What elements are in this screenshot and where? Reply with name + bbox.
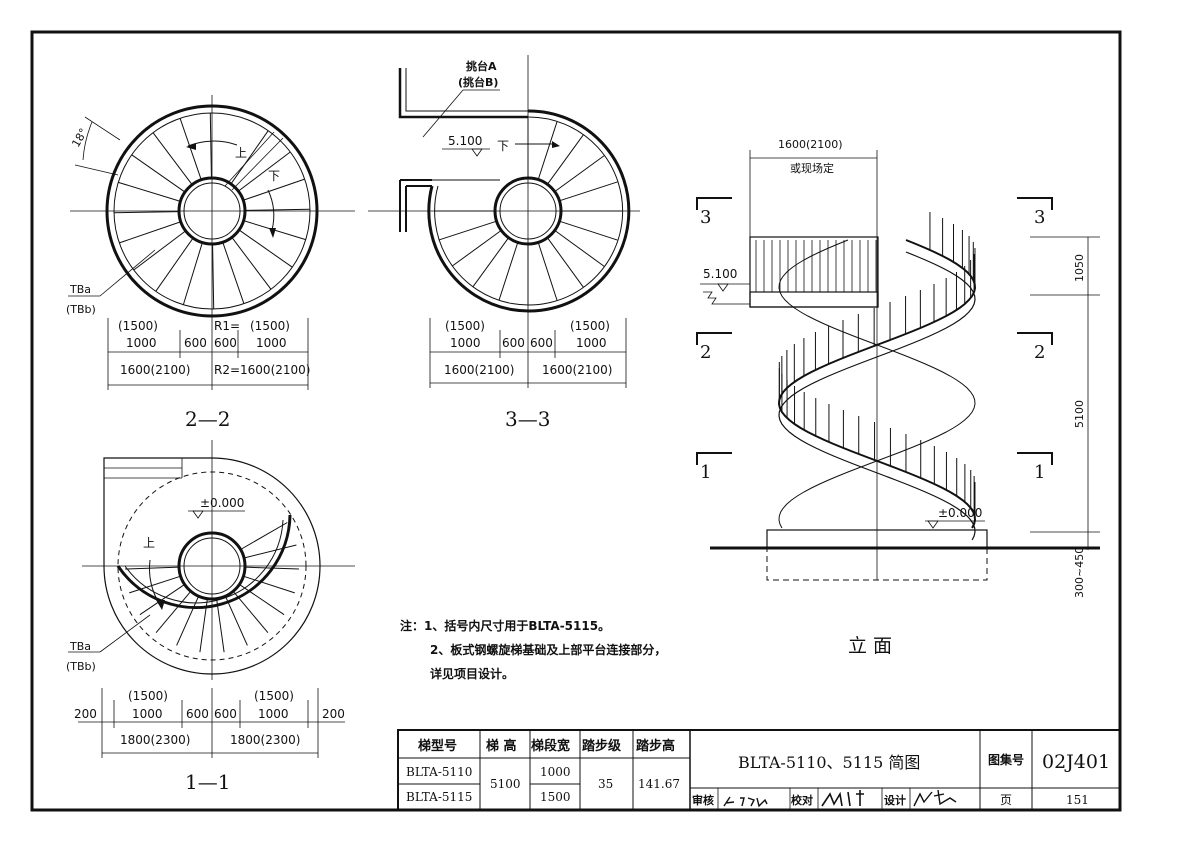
row1-height: 5100 <box>490 777 521 791</box>
title-block-text: 梯型号 梯 高 梯段宽 踏步级 踏步高 BLTA-5110 BLTA-5115 … <box>406 738 1110 808</box>
tba-label-11: TBa <box>69 640 91 653</box>
dim11-r2-d: 600 <box>214 707 237 721</box>
section-mark-2-left: 2 <box>700 342 711 363</box>
th-step-height: 踏步高 <box>636 738 675 754</box>
dim11-r2-e: 1000 <box>258 707 289 721</box>
dim33-r3-a: 1600(2100) <box>444 363 514 377</box>
dim33-r2-a: 1000 <box>450 336 481 350</box>
dim11-r3-a: 1800(2300) <box>120 733 190 747</box>
note-2: 2、板式钢螺旋梯基础及上部平台连接部分， <box>430 643 667 657</box>
dim22-r1-c: (1500) <box>250 319 290 333</box>
tbb-label: (TBb) <box>66 303 96 316</box>
row1-width: 1000 <box>540 765 571 779</box>
tbb-label-11: (TBb) <box>66 660 96 673</box>
platform-a-label: 挑台A <box>466 59 497 73</box>
dim33-r1-a: (1500) <box>445 319 485 333</box>
row1-model: BLTA-5110 <box>406 765 472 779</box>
note-1: 注：1、括号内尺寸用于BLTA-5115。 <box>400 619 611 633</box>
th-height: 梯 高 <box>486 738 517 754</box>
design-label: 设计 <box>884 793 906 807</box>
signature-review <box>723 796 768 808</box>
section-mark-1-left: 1 <box>700 462 711 483</box>
dim11-r2-f: 200 <box>322 707 345 721</box>
section-mark-3-right: 3 <box>1034 207 1045 228</box>
row1-steps: 35 <box>598 777 613 791</box>
plan-3-3: 挑台A (挑台B) 5.100 下 (1500) (1500) 1000 600… <box>368 55 640 431</box>
dim22-r1-a: (1500) <box>118 319 158 333</box>
angle-label: 18° <box>69 126 90 149</box>
dim22-r3-b: R2=1600(2100) <box>214 363 310 377</box>
atlas-label: 图集号 <box>988 752 1024 767</box>
label-up-11: 上 <box>143 536 155 550</box>
dim11-r2-c: 600 <box>186 707 209 721</box>
signature-design <box>913 789 957 807</box>
page-number: 151 <box>1066 793 1089 807</box>
note-3: 详见项目设计。 <box>430 667 515 681</box>
section-mark-3-left: 3 <box>700 207 711 228</box>
row2-model: BLTA-5115 <box>406 790 472 804</box>
dim11-r2-a: 200 <box>74 707 97 721</box>
elev-width-note: 或现场定 <box>790 161 834 175</box>
th-width: 梯段宽 <box>531 738 570 754</box>
dim11-r3-b: 1800(2300) <box>230 733 300 747</box>
review-label: 审核 <box>692 793 714 807</box>
drawing-title: BLTA-5110、5115 简图 <box>738 753 920 772</box>
platform-b-label: (挑台B) <box>458 75 498 89</box>
elev-dim-5100: 5100 <box>1073 400 1086 428</box>
label-up: 上 <box>235 146 247 160</box>
dim22-r1-b: R1= <box>214 319 240 333</box>
label-down-33: 下 <box>497 139 509 153</box>
check-label: 校对 <box>791 793 813 807</box>
elev-dim-base: 300~450 <box>1073 547 1086 598</box>
dim33-r2-d: 1000 <box>576 336 607 350</box>
dim33-r1-b: (1500) <box>570 319 610 333</box>
elev-level-top: 5.100 <box>703 267 737 281</box>
tba-label: TBa <box>69 283 91 296</box>
row1-step-height: 141.67 <box>638 777 680 791</box>
section-mark-2-right: 2 <box>1034 342 1045 363</box>
notes-block: 注：1、括号内尺寸用于BLTA-5115。 2、板式钢螺旋梯基础及上部平台连接部… <box>400 614 666 686</box>
dim33-r2-b: 600 <box>502 336 525 350</box>
dim11-r2-b: 1000 <box>132 707 163 721</box>
page-label: 页 <box>1000 793 1012 807</box>
th-steps: 踏步级 <box>582 738 622 754</box>
plan-1-1: ±0.000 上 TBa (TBb) (1500) (1500) 200 100… <box>66 440 355 794</box>
plan-2-2: 上 下 18° TBa (TBb) (1500) R1= (1500) 1000… <box>66 95 355 431</box>
signature-check <box>821 790 864 807</box>
dim33-r2-c: 600 <box>530 336 553 350</box>
dim22-r2-b: 600 <box>184 336 207 350</box>
atlas-number: 02J401 <box>1042 751 1110 773</box>
elev-level-zero: ±0.000 <box>938 506 982 520</box>
elev-width-top: 1600(2100) <box>778 138 843 151</box>
elevation-view: 1600(2100) 或现场定 3 3 2 2 1 1 5.100 ±0.000 <box>696 138 1100 657</box>
label-down: 下 <box>268 169 280 183</box>
th-model: 梯型号 <box>418 738 457 754</box>
level-5100-33: 5.100 <box>448 134 482 148</box>
section-mark-1-right: 1 <box>1034 462 1045 483</box>
dim11-r1-b: (1500) <box>254 689 294 703</box>
dim33-r3-b: 1600(2100) <box>542 363 612 377</box>
row2-width: 1500 <box>540 790 571 804</box>
dim22-r2-d: 1000 <box>256 336 287 350</box>
dim11-r1-a: (1500) <box>128 689 168 703</box>
dim22-r2-a: 1000 <box>126 336 157 350</box>
title-2-2: 2—2 <box>185 407 230 431</box>
dim22-r3-a: 1600(2100) <box>120 363 190 377</box>
level-zero-11: ±0.000 <box>200 496 244 510</box>
title-block <box>397 729 1121 811</box>
title-elevation: 立 面 <box>848 635 892 657</box>
dim22-r2-c: 600 <box>214 336 237 350</box>
elev-dim-1050: 1050 <box>1073 254 1086 282</box>
title-3-3: 3—3 <box>505 407 550 431</box>
title-1-1: 1—1 <box>185 770 230 794</box>
